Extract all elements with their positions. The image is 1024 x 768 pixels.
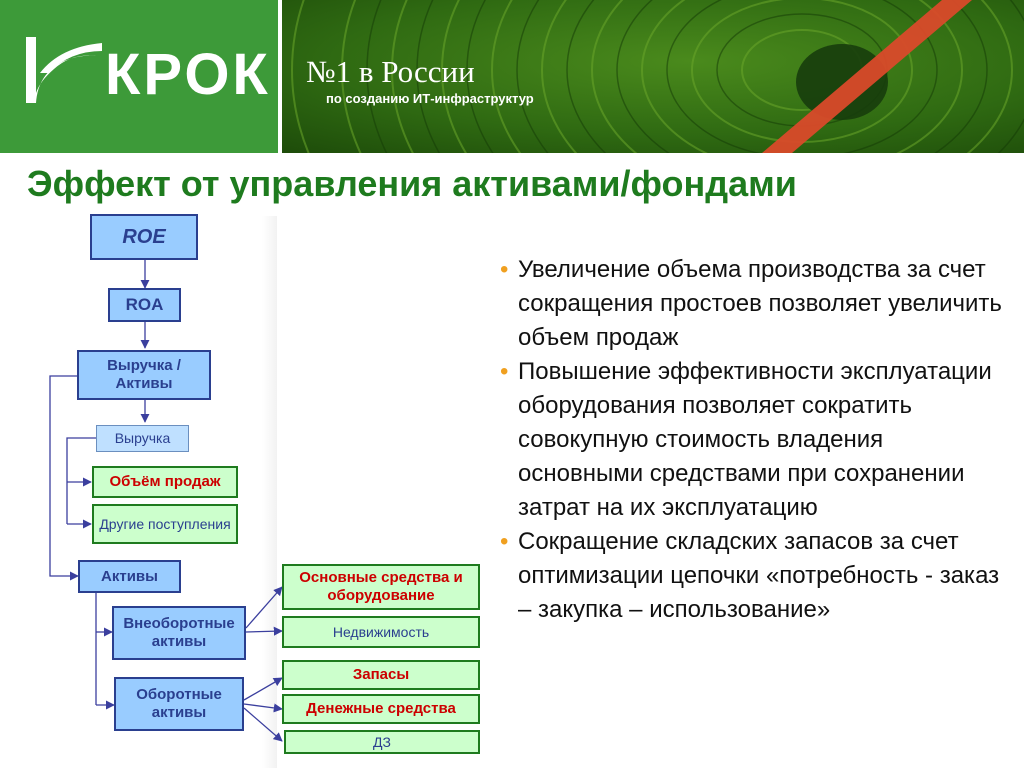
node-assets-label: Активы <box>101 567 158 585</box>
node-roe-label: ROE <box>122 226 166 248</box>
connector-revenue-assets-assets <box>49 375 79 581</box>
node-real-estate-label: Недвижимость <box>332 623 430 640</box>
node-receivables: ДЗ <box>284 730 480 754</box>
connector-current-cash <box>243 703 283 713</box>
assets-tree-diagram: ROE ROA Выручка / Активы Выручка Объём п… <box>0 208 500 768</box>
node-cash: Денежные средства <box>282 694 480 724</box>
bullet-text: Увеличение объема производства за счет с… <box>518 256 1002 351</box>
bullet-dot-icon: • <box>500 528 509 555</box>
header-banner: КРОК <box>0 0 1024 153</box>
node-revenue-label: Выручка <box>114 430 171 447</box>
node-current-assets-label: Оборотные активы <box>136 686 222 721</box>
bullet-dot-icon: • <box>500 256 509 283</box>
node-cash-label: Денежные средства <box>306 700 456 717</box>
node-roa: ROA <box>108 288 181 322</box>
node-other-income-label: Другие поступления <box>99 515 231 532</box>
node-revenue: Выручка <box>96 425 189 452</box>
node-revenue-assets: Выручка / Активы <box>77 350 211 400</box>
connector-current-inventory <box>243 677 283 701</box>
bullet-item: • Сокращение складских запасов за счет о… <box>500 525 1010 627</box>
node-assets: Активы <box>78 560 181 593</box>
node-sales-volume-label: Объём продаж <box>109 473 221 490</box>
node-fixed-assets-equipment: Основные средства и оборудование <box>282 564 480 610</box>
bullet-dot-icon: • <box>500 358 509 385</box>
connector-lines <box>49 260 283 742</box>
node-roe: ROE <box>90 214 198 260</box>
connector-current-receivables <box>243 707 283 742</box>
page-title: Эффект от управления активами/фондами <box>27 163 797 204</box>
logo-panel: КРОК <box>0 0 278 153</box>
node-other-income: Другие поступления <box>92 504 238 544</box>
node-inventory: Запасы <box>282 660 480 690</box>
bullet-text: Сокращение складских запасов за счет опт… <box>518 528 1000 623</box>
node-current-assets: Оборотные активы <box>114 677 244 731</box>
header-separator <box>278 0 282 153</box>
tagline: №1 в России <box>306 54 475 89</box>
connector-revenue-trunk <box>66 437 96 524</box>
field-photo <box>282 0 1024 153</box>
node-revenue-assets-label: Выручка / Активы <box>107 357 181 392</box>
node-roa-label: ROA <box>125 294 164 314</box>
node-noncurrent-assets: Внеоборотные активы <box>112 606 246 660</box>
logo-mark-icon <box>26 37 102 103</box>
connector-noncurrent-fixed <box>245 586 283 629</box>
logo-text: КРОК <box>105 42 271 107</box>
node-receivables-label: ДЗ <box>373 733 391 750</box>
node-real-estate: Недвижимость <box>282 616 480 648</box>
bullet-list: • Увеличение объема производства за счет… <box>500 253 1010 627</box>
node-fixed-assets-equipment-label: Основные средства и оборудование <box>299 569 463 604</box>
bullet-item: • Увеличение объема производства за счет… <box>500 253 1010 355</box>
subtagline: по созданию ИТ-инфраструктур <box>326 91 534 106</box>
bullet-text: Повышение эффективности эксплуатации обо… <box>518 358 992 521</box>
node-inventory-label: Запасы <box>352 666 410 683</box>
connector-noncurrent-realestate <box>245 626 283 636</box>
bullet-item: • Повышение эффективности эксплуатации о… <box>500 355 1010 525</box>
node-sales-volume: Объём продаж <box>92 466 238 498</box>
node-noncurrent-assets-label: Внеоборотные активы <box>123 615 235 650</box>
